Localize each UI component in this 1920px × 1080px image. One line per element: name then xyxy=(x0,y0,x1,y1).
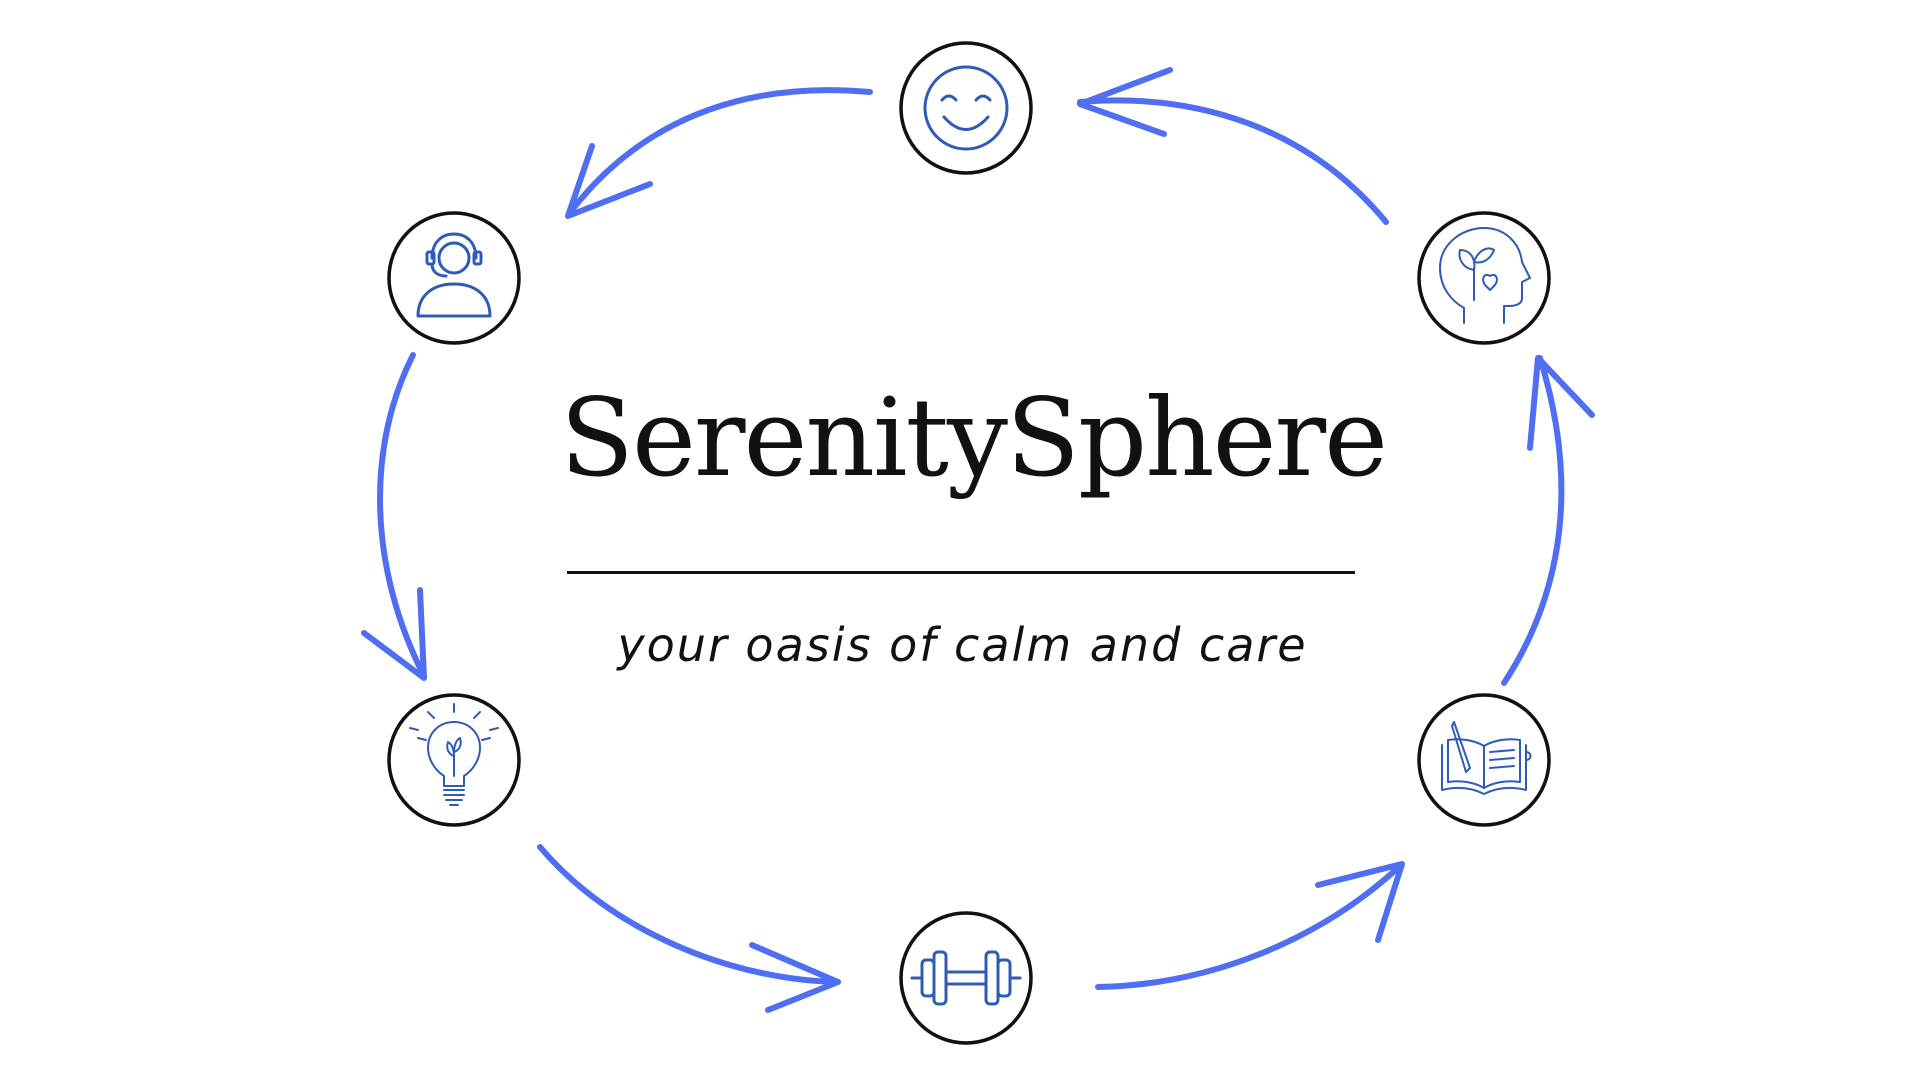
arrow-lightbulb-to-dumbbell xyxy=(537,844,841,1013)
node-journal xyxy=(1417,693,1551,827)
brand-tagline: your oasis of calm and care xyxy=(617,618,1308,672)
node-smiley xyxy=(899,41,1033,175)
arrow-support-to-lightbulb xyxy=(361,352,427,681)
smiley-face-icon xyxy=(923,65,1009,151)
title-divider xyxy=(567,571,1355,574)
node-mind-growth xyxy=(1417,211,1551,345)
node-dumbbell xyxy=(899,911,1033,1045)
arrow-smiley-to-support xyxy=(565,87,873,219)
lightbulb-icon xyxy=(409,703,499,806)
node-support xyxy=(387,211,521,345)
mind-growth-icon xyxy=(1439,227,1531,324)
arrow-dumbbell-to-journal xyxy=(1095,861,1405,990)
dumbbell-icon xyxy=(910,950,1022,1006)
brand-title: SerenitySphere xyxy=(560,376,1388,501)
support-headset-icon xyxy=(416,232,492,318)
arrow-mind-to-smiley xyxy=(1077,67,1389,225)
arrow-journal-to-mind xyxy=(1501,355,1595,686)
node-lightbulb xyxy=(387,693,521,827)
journal-icon xyxy=(1441,721,1532,795)
